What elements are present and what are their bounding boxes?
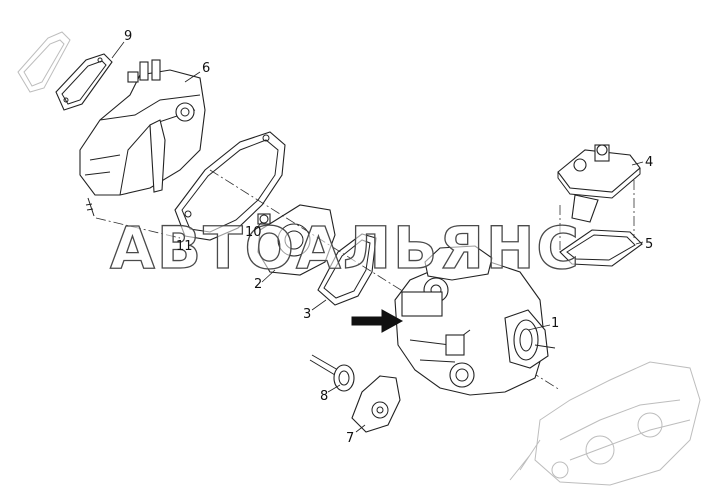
callout-1: 1 [551,316,559,331]
part-1-pump-assembly [394,245,556,396]
arrow-indicator [351,309,404,333]
callout-8: 8 [320,389,328,404]
callout-6: 6 [202,61,210,76]
part-9-gasket [55,53,113,111]
part-8-seal-shaft [309,354,355,392]
callout-11: 11 [176,239,193,254]
callout-3: 3 [303,307,311,322]
callout-10: 10 [245,225,262,240]
part-3-gasket [317,233,377,306]
callout-9: 9 [124,29,132,44]
part-6-housing [79,59,206,196]
callout-leaders [111,41,644,433]
part-2-gasket [174,131,286,241]
ghost-gasket-top-left [17,31,71,93]
callout-5: 5 [645,237,653,252]
intermediate-plate [257,204,336,276]
part-4-cover-assembly [557,144,641,223]
callout-4: 4 [645,155,653,170]
part-7-bracket [351,375,401,433]
callout-2: 2 [254,277,262,292]
part-10-fitting [257,213,271,225]
ghost-engine-block [509,361,701,486]
callout-7: 7 [346,431,354,446]
watermark-text: АВТОАЛЬЯНС [110,214,581,282]
part-5-gasket [559,229,643,267]
part-11-bolt [85,197,181,239]
